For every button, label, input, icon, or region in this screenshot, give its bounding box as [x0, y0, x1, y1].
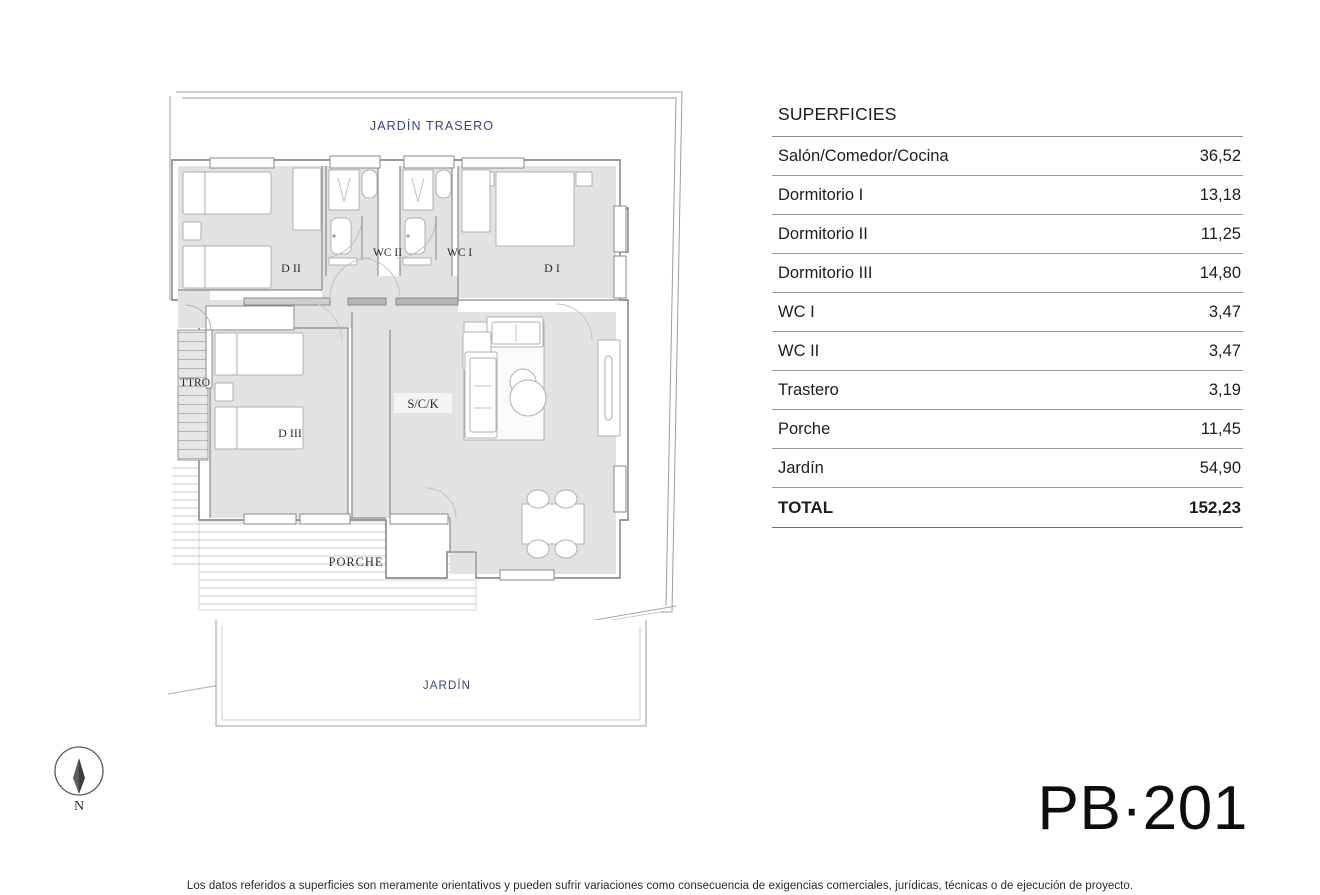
table-row: Dormitorio I 13,18	[772, 176, 1243, 215]
label-jardin: JARDÍN	[423, 679, 471, 692]
total-label: TOTAL	[778, 498, 834, 517]
disclaimer-text: Los datos referidos a superficies son me…	[186, 880, 1134, 892]
furniture-d1	[461, 169, 593, 247]
table-row: Trastero 3,19	[772, 371, 1243, 410]
row-label: Jardín	[778, 459, 824, 477]
row-value: 54,90	[1199, 459, 1241, 477]
row-label: Trastero	[778, 381, 839, 399]
furniture-dining	[521, 489, 585, 559]
table-row: Dormitorio III 14,80	[772, 254, 1243, 293]
row-label: Salón/Comedor/Cocina	[778, 147, 949, 165]
room-ttro: TTRO	[177, 304, 213, 461]
table-row: Jardín 54,90	[772, 449, 1243, 488]
row-value: 36,52	[1199, 147, 1241, 165]
living-windows	[613, 465, 627, 513]
row-value: 14,80	[1199, 264, 1241, 282]
row-value: 3,47	[1208, 303, 1241, 321]
label-wc1: WC I	[447, 247, 472, 259]
row-value: 3,47	[1208, 342, 1241, 360]
row-label: WC II	[778, 342, 820, 360]
compass-needle-light	[73, 758, 79, 794]
furniture-d2	[182, 167, 322, 289]
compass-circle	[54, 746, 104, 796]
fixtures-wc2	[328, 169, 378, 266]
row-label: Dormitorio II	[778, 225, 868, 243]
table-row: Dormitorio II 11,25	[772, 215, 1243, 254]
row-label: Porche	[778, 420, 831, 438]
compass-rose: N	[48, 740, 118, 825]
compass-needle	[79, 758, 85, 794]
plan-code: PB·201	[1037, 774, 1248, 843]
door-wc1	[395, 216, 437, 260]
compass-north-label: N	[74, 799, 84, 814]
floor-plan: JARDÍN TRASERO JARDÍN PORCHE	[167, 91, 683, 727]
surfaces-title: SUPERFICIES	[772, 92, 1243, 137]
table-row: Porche 11,45	[772, 410, 1243, 449]
fixtures-wc1	[402, 169, 452, 266]
label-jardin-trasero: JARDÍN TRASERO	[370, 118, 494, 133]
surfaces-table: SUPERFICIES Salón/Comedor/Cocina 36,52 D…	[772, 92, 1243, 528]
windows-d1	[613, 205, 627, 299]
label-sck: S/C/K	[407, 397, 438, 411]
table-row: WC II 3,47	[772, 332, 1243, 371]
row-label: Dormitorio I	[778, 186, 864, 204]
row-value: 11,25	[1200, 225, 1241, 243]
furniture-living	[462, 316, 621, 441]
row-value: 13,18	[1199, 186, 1241, 204]
row-label: Dormitorio III	[778, 264, 873, 282]
label-d3: D III	[278, 426, 302, 440]
label-wc2: WC II	[373, 247, 402, 259]
hall-door-swings	[299, 257, 401, 343]
label-d1: D I	[544, 261, 560, 275]
label-porche: PORCHE	[329, 555, 384, 569]
living-door-swings	[425, 303, 593, 519]
table-row: Salón/Comedor/Cocina 36,52	[772, 137, 1243, 176]
row-value: 3,19	[1208, 381, 1241, 399]
front-garden: JARDÍN	[215, 620, 647, 727]
furniture-d3	[214, 332, 304, 450]
porche-area: PORCHE	[172, 462, 477, 611]
total-value: 152,23	[1189, 498, 1241, 517]
label-d2: D II	[281, 261, 301, 275]
table-row-total: TOTAL 152,23	[772, 488, 1243, 528]
table-row: WC I 3,47	[772, 293, 1243, 332]
door-wc2	[321, 216, 363, 260]
label-sck-group: S/C/K	[394, 393, 452, 413]
wall-slabs	[205, 155, 525, 331]
row-label: WC I	[778, 303, 815, 321]
porch-openings	[243, 513, 555, 581]
row-value: 11,45	[1200, 420, 1241, 438]
label-ttro: TTRO	[180, 377, 210, 389]
